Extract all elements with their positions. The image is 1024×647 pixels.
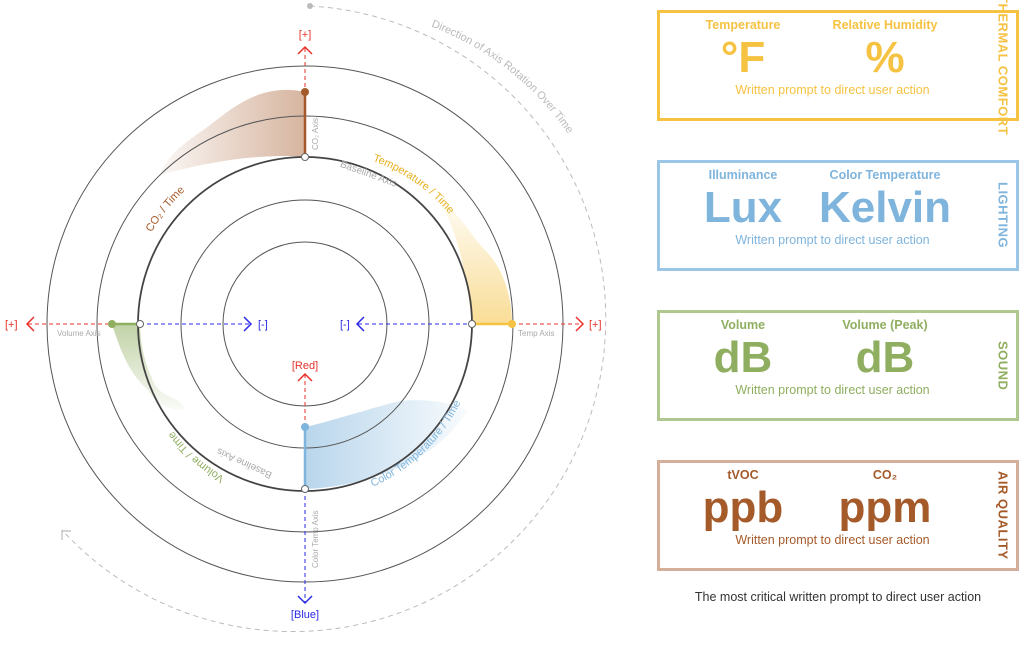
volume-peak-label: Volume (Peak) (842, 318, 928, 332)
rotation-direction-label: Direction of Axis Rotation Over Time (430, 18, 576, 136)
air-quality-category: AIR QUALITY (995, 471, 1011, 560)
percent-unit: % (865, 33, 905, 82)
color-temperature-time-shape (305, 400, 468, 489)
tvoc-label: tVOC (727, 468, 759, 482)
db-peak-unit: dB (855, 333, 915, 382)
volume-axis-label: Volume Axis (57, 329, 101, 338)
sound-prompt: Written prompt to direct user action (735, 383, 930, 397)
volume-time-shape (112, 324, 185, 410)
top-plus-label: [+] (299, 29, 312, 41)
co2-axis-label: CO₂ Axis (311, 118, 320, 150)
kelvin-unit: Kelvin (818, 183, 952, 232)
color-temp-axis-label: Color Temp Axis (311, 510, 320, 568)
color-temperature-label: Color Temperature (829, 168, 941, 182)
temperature-indicator (468, 320, 516, 328)
lighting-category: LIGHTING (995, 182, 1011, 249)
lighting-prompt: Written prompt to direct user action (735, 233, 930, 247)
radial-diagram: [+] [+] [+] [-] [-] [Red] [Blue] Volume … (5, 3, 607, 633)
air-quality-prompt: Written prompt to direct user action (735, 533, 930, 547)
ppb-unit: ppb (702, 483, 784, 532)
ppm-unit: ppm (838, 483, 932, 532)
rotation-direction-arc (61, 3, 607, 633)
temperature-time-shape (440, 200, 512, 324)
thermal-comfort-panel: Temperature Relative Humidity °F % Writt… (657, 0, 1019, 136)
fahrenheit-unit: °F (720, 33, 766, 82)
horizontal-axis-right (355, 316, 585, 332)
vertical-axis-bottom (297, 372, 313, 605)
illuminance-label: Illuminance (708, 168, 778, 182)
co2-time-label: CO₂ / Time (144, 184, 187, 234)
co2-label: CO₂ (872, 468, 898, 482)
red-label: [Red] (292, 360, 318, 372)
critical-prompt: The most critical written prompt to dire… (694, 590, 982, 604)
temp-axis-label: Temp Axis (518, 329, 554, 338)
lux-unit: Lux (703, 183, 783, 232)
right-minus-label: [-] (340, 319, 350, 331)
co2-indicator (301, 88, 309, 161)
vertical-axis-top (297, 45, 313, 92)
blue-label: [Blue] (291, 609, 319, 621)
thermal-category: THERMAL COMFORT (995, 0, 1011, 136)
volume-label: Volume (720, 318, 766, 332)
relative-humidity-label: Relative Humidity (832, 18, 938, 32)
left-plus-label: [+] (5, 319, 18, 331)
left-minus-label: [-] (258, 319, 268, 331)
right-plus-label: [+] (589, 319, 602, 331)
db-unit: dB (713, 333, 773, 382)
sound-panel: Volume Volume (Peak) dB dB Written promp… (657, 310, 1019, 421)
thermal-prompt: Written prompt to direct user action (735, 83, 930, 97)
sound-category: SOUND (995, 340, 1011, 391)
lighting-panel: Illuminance Color Temperature Lux Kelvin… (657, 160, 1019, 271)
co2-time-shape (160, 89, 305, 175)
volume-indicator (108, 320, 144, 328)
temperature-label: Temperature (705, 18, 781, 32)
horizontal-axis-left (25, 316, 253, 332)
color-temp-indicator (301, 423, 309, 493)
air-quality-panel: tVOC CO₂ ppb ppm Written prompt to direc… (657, 460, 1019, 571)
